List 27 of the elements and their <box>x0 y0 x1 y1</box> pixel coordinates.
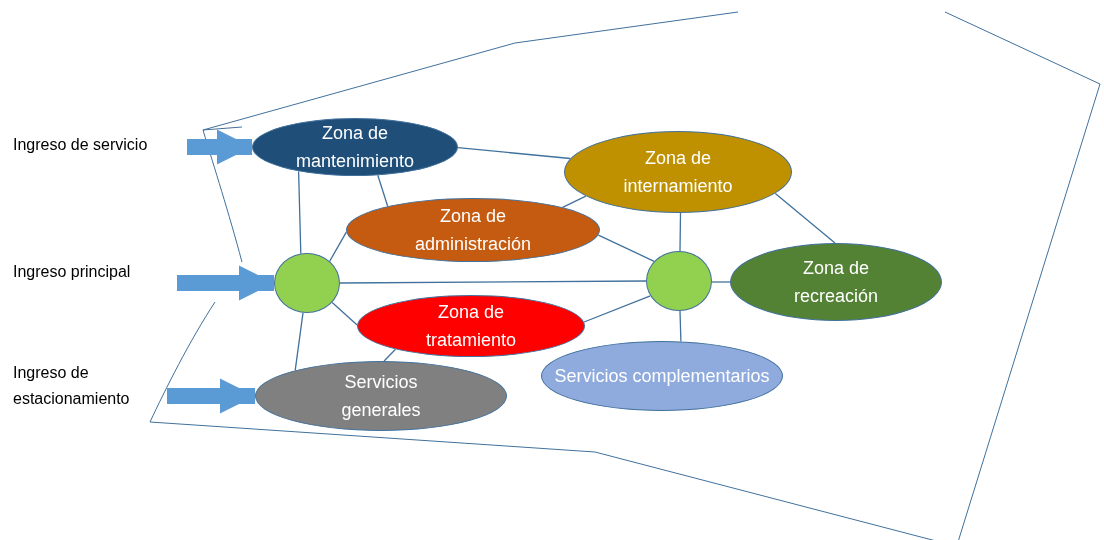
connector-line <box>679 310 682 343</box>
entrance-arrow <box>187 129 252 165</box>
connector-line <box>774 192 836 244</box>
zone-name: Zona de tratamiento <box>424 301 517 352</box>
connector-line <box>339 280 647 284</box>
zone-name: Zona de administración <box>413 205 533 256</box>
connector-line <box>679 212 682 252</box>
connector-line <box>329 231 347 262</box>
connector-line <box>457 147 571 160</box>
connector-line <box>711 281 731 283</box>
entrance-label: Ingreso principal <box>13 259 173 285</box>
connector-line <box>297 170 302 255</box>
zone-name: Zona de mantenimiento <box>294 122 416 173</box>
zone-name: Servicios generales <box>340 371 422 422</box>
zone-name: Servicios complementarios <box>554 365 770 388</box>
junction-circle <box>274 253 340 313</box>
zone-name: Zona de internamiento <box>622 147 734 198</box>
connector-line <box>377 174 389 207</box>
entrance-label: Ingreso de estacionamiento <box>13 360 163 412</box>
connector-line <box>294 312 304 372</box>
connector-line <box>561 195 587 208</box>
entrance-label: Ingreso de servicio <box>13 132 183 158</box>
connector-line <box>583 295 651 323</box>
zone-name: Zona de recreación <box>792 257 879 308</box>
connector-line <box>331 301 358 326</box>
entrance-arrow <box>177 265 274 301</box>
entrance-arrow <box>167 378 255 414</box>
